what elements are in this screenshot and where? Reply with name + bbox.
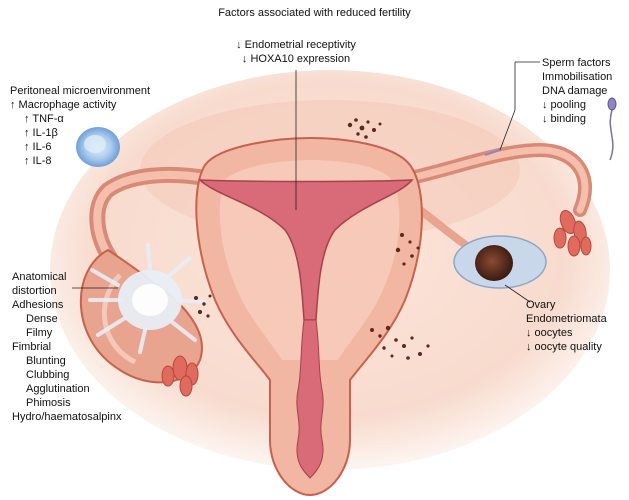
sperm-item: Immobilisation [542, 70, 612, 84]
anatomical-line: Phimosis [12, 396, 121, 410]
peritoneal-item: ↑ IL-8 [10, 154, 150, 168]
ovary-line: Endometriomata [526, 312, 607, 326]
center-factor-2: ↓ HOXA10 expression [196, 52, 396, 66]
anatomical-line: Adhesions [12, 298, 121, 312]
anatomical-line: Filmy [12, 326, 121, 340]
anatomical-line: Fimbrial [12, 340, 121, 354]
ovary-line: ↓ oocyte quality [526, 340, 607, 354]
center-factor-1: ↓ Endometrial receptivity [196, 38, 396, 52]
anatomical-line: Anatomical [12, 270, 121, 284]
peritoneal-item: ↑ IL-1β [10, 126, 150, 140]
anatomical-line: Clubbing [12, 368, 121, 382]
sperm-item: DNA damage [542, 84, 612, 98]
peritoneal-item: ↑ Macrophage activity [10, 98, 150, 112]
endometrioma [475, 245, 513, 281]
anatomical-line: Dense [12, 312, 121, 326]
ovary-line: ↓ oocytes [526, 326, 607, 340]
anatomical-label-group: Anatomical distortion Adhesions Dense Fi… [12, 270, 121, 424]
sperm-heading: Sperm factors [542, 56, 612, 70]
peritoneal-heading: Peritoneal microenvironment [10, 84, 150, 98]
peritoneal-label-group: Peritoneal microenvironment ↑ Macrophage… [10, 84, 150, 168]
sperm-item: ↓ pooling [542, 98, 612, 112]
peritoneal-item: ↑ TNF-α [10, 112, 150, 126]
anatomical-line: distortion [12, 284, 121, 298]
peritoneal-item: ↑ IL-6 [10, 140, 150, 154]
anatomical-line: Blunting [12, 354, 121, 368]
sperm-label-group: Sperm factors Immobilisation DNA damage … [542, 56, 612, 126]
diagram-title: Factors associated with reduced fertilit… [0, 6, 629, 20]
ovary-line: Ovary [526, 298, 607, 312]
anatomical-line: Agglutination [12, 382, 121, 396]
ovary-label-group: Ovary Endometriomata ↓ oocytes ↓ oocyte … [526, 298, 607, 354]
sperm-item: ↓ binding [542, 112, 612, 126]
anatomical-line: Hydro/haematosalpinx [12, 410, 121, 424]
